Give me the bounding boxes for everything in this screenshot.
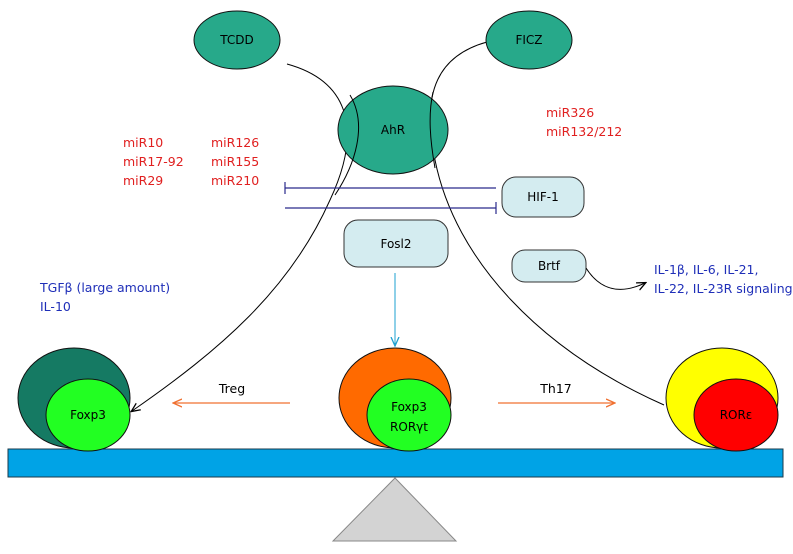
mirna-label: miR326 (546, 105, 594, 120)
signaling-line: IL-22, IL-23R signaling (654, 281, 793, 296)
balance-beam (7, 448, 784, 478)
treg-factors-text: TGFβ (large amount) IL-10 (39, 280, 170, 314)
center-cell-inner (366, 378, 452, 452)
ficz-to-th17-curve (429, 41, 665, 406)
mirna-label: miR10 (123, 135, 163, 150)
hif1-inhibition-lines (284, 182, 497, 214)
tcdd-node (193, 10, 281, 70)
rorc-right-label: RORε (720, 408, 753, 422)
fosl2-label: Fosl2 (380, 237, 411, 251)
ahr-label: AhR (381, 123, 405, 137)
brtf-label: Brtf (538, 259, 561, 273)
ahr-node (337, 85, 449, 175)
th17-arrow-label: Th17 (539, 381, 571, 396)
th17-signaling-text: IL-1β, IL-6, IL-21, IL-22, IL-23R signal… (654, 262, 793, 296)
fulcrum-triangle (331, 477, 458, 542)
mirna-label: miR155 (211, 154, 259, 169)
rorgt-center-label: RORγt (390, 420, 428, 434)
mirna-right-column: miR326 miR132/212 (546, 105, 622, 139)
tcdd-to-treg-curve (132, 63, 348, 411)
mirna-label: miR132/212 (546, 124, 622, 139)
hif1-label: HIF-1 (527, 190, 558, 204)
tcdd-curve-overlay (334, 94, 359, 196)
treg-arrow-label: Treg (218, 381, 245, 396)
mirna-left-column-2: miR126 miR155 miR210 (211, 135, 259, 188)
mirna-label: miR126 (211, 135, 259, 150)
hif1-node (501, 176, 585, 218)
ficz-node (485, 10, 573, 70)
foxp3-left-label: Foxp3 (70, 408, 106, 422)
fosl2-node (343, 219, 449, 268)
mirna-left-column-1: miR10 miR17-92 miR29 (123, 135, 184, 188)
mirna-label: miR210 (211, 173, 259, 188)
brtf-node (511, 249, 587, 283)
tcdd-label: TCDD (219, 33, 254, 47)
signaling-line: IL-1β, IL-6, IL-21, (654, 262, 758, 277)
mirna-label: miR17-92 (123, 154, 184, 169)
brtf-to-signaling-arrow (585, 267, 645, 289)
treg-cell-inner (45, 378, 131, 452)
treg-factor-line: IL-10 (40, 299, 71, 314)
ficz-curve-overlay (429, 91, 436, 169)
th17-cell-inner (693, 378, 779, 452)
foxp3-center-label: Foxp3 (391, 400, 427, 414)
mirna-label: miR29 (123, 173, 163, 188)
ficz-label: FICZ (515, 33, 542, 47)
treg-factor-line: TGFβ (large amount) (39, 280, 170, 295)
